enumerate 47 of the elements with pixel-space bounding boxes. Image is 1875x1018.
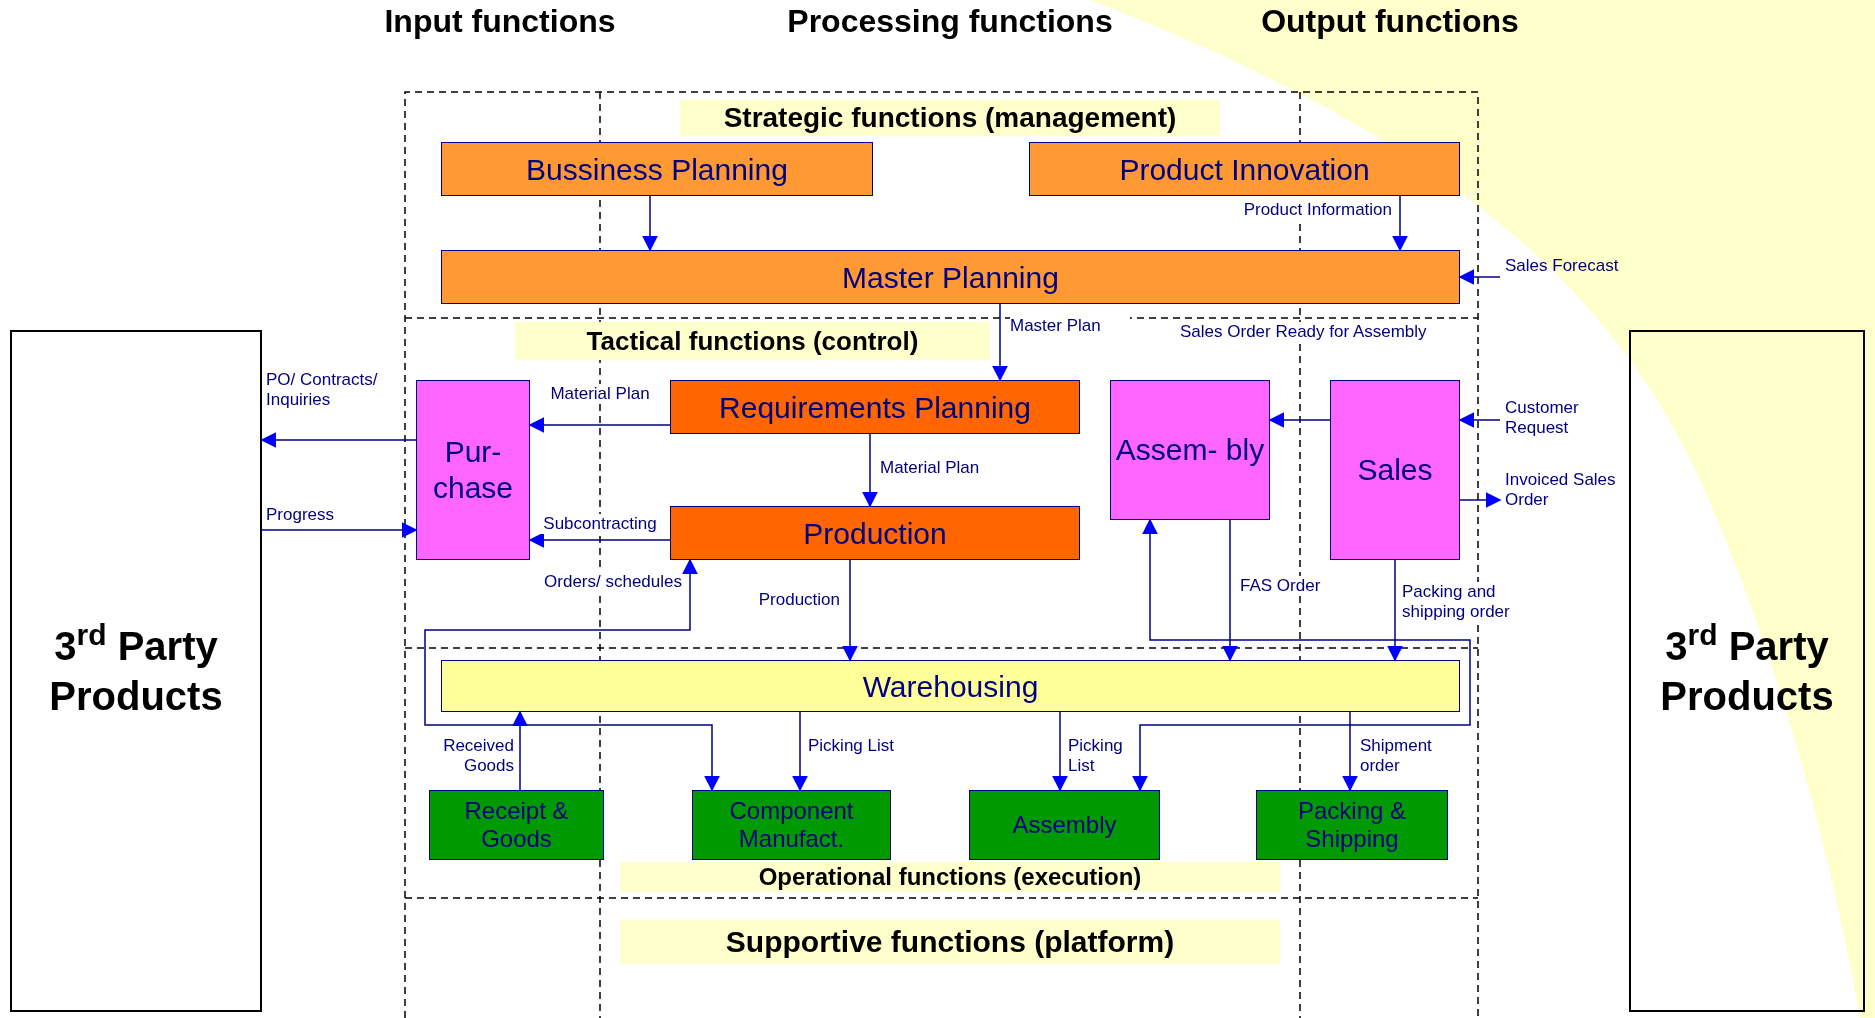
edge-label: Invoiced Sales Order	[1505, 470, 1617, 510]
process-box: Product Innovation	[1029, 142, 1460, 196]
process-box: Bussiness Planning	[441, 142, 873, 196]
column-heading: Processing functions	[786, 2, 1114, 40]
layer-label: Operational functions (execution)	[620, 862, 1280, 892]
process-box: Requirements Planning	[670, 380, 1080, 434]
arrow	[1268, 412, 1331, 428]
arrow	[1458, 269, 1501, 285]
arrow	[424, 558, 720, 792]
arrow	[1132, 518, 1471, 792]
arrow	[842, 559, 858, 662]
process-box: Component Manufact.	[692, 790, 891, 860]
arrow	[528, 532, 671, 548]
column-heading: Output functions	[1260, 2, 1520, 40]
process-box: Warehousing	[441, 660, 1460, 712]
arrow	[1392, 195, 1408, 252]
arrow	[512, 710, 528, 791]
edge-label: Sales Forecast	[1505, 256, 1620, 276]
arrow	[528, 417, 671, 433]
process-box: Assem- bly	[1110, 380, 1270, 520]
arrow	[1052, 711, 1068, 792]
products-panel: 3$^{rd}$ Party Products	[10, 330, 262, 1012]
process-box: Assembly	[969, 790, 1160, 860]
process-box: Pur- chase	[416, 380, 530, 560]
layer-label: Strategic functions (management)	[680, 100, 1220, 136]
process-box: Sales	[1330, 380, 1460, 560]
process-box: Production	[670, 506, 1080, 560]
arrow	[992, 303, 1008, 382]
arrow	[1459, 492, 1502, 508]
edge-label: Sales Order Ready for Assembly	[1180, 322, 1430, 342]
column-heading: Input functions	[383, 2, 617, 40]
arrow	[1222, 519, 1238, 662]
edge-label: Customer Request	[1505, 398, 1580, 438]
arrow	[792, 711, 808, 792]
arrow	[862, 433, 878, 508]
process-box: Packing & Shipping	[1256, 790, 1448, 860]
process-box: Receipt & Goods	[429, 790, 604, 860]
arrow	[261, 522, 418, 538]
process-box: Master Planning	[441, 250, 1460, 304]
layer-label: Tactical functions (control)	[515, 322, 990, 360]
arrow	[1387, 559, 1403, 662]
arrow	[1458, 412, 1501, 428]
layer-label: Supportive functions (platform)	[620, 920, 1280, 964]
arrow	[642, 195, 658, 252]
arrow	[260, 432, 417, 448]
products-panel: 3$^{rd}$ Party Products	[1629, 330, 1865, 1012]
arrow	[1342, 711, 1358, 792]
